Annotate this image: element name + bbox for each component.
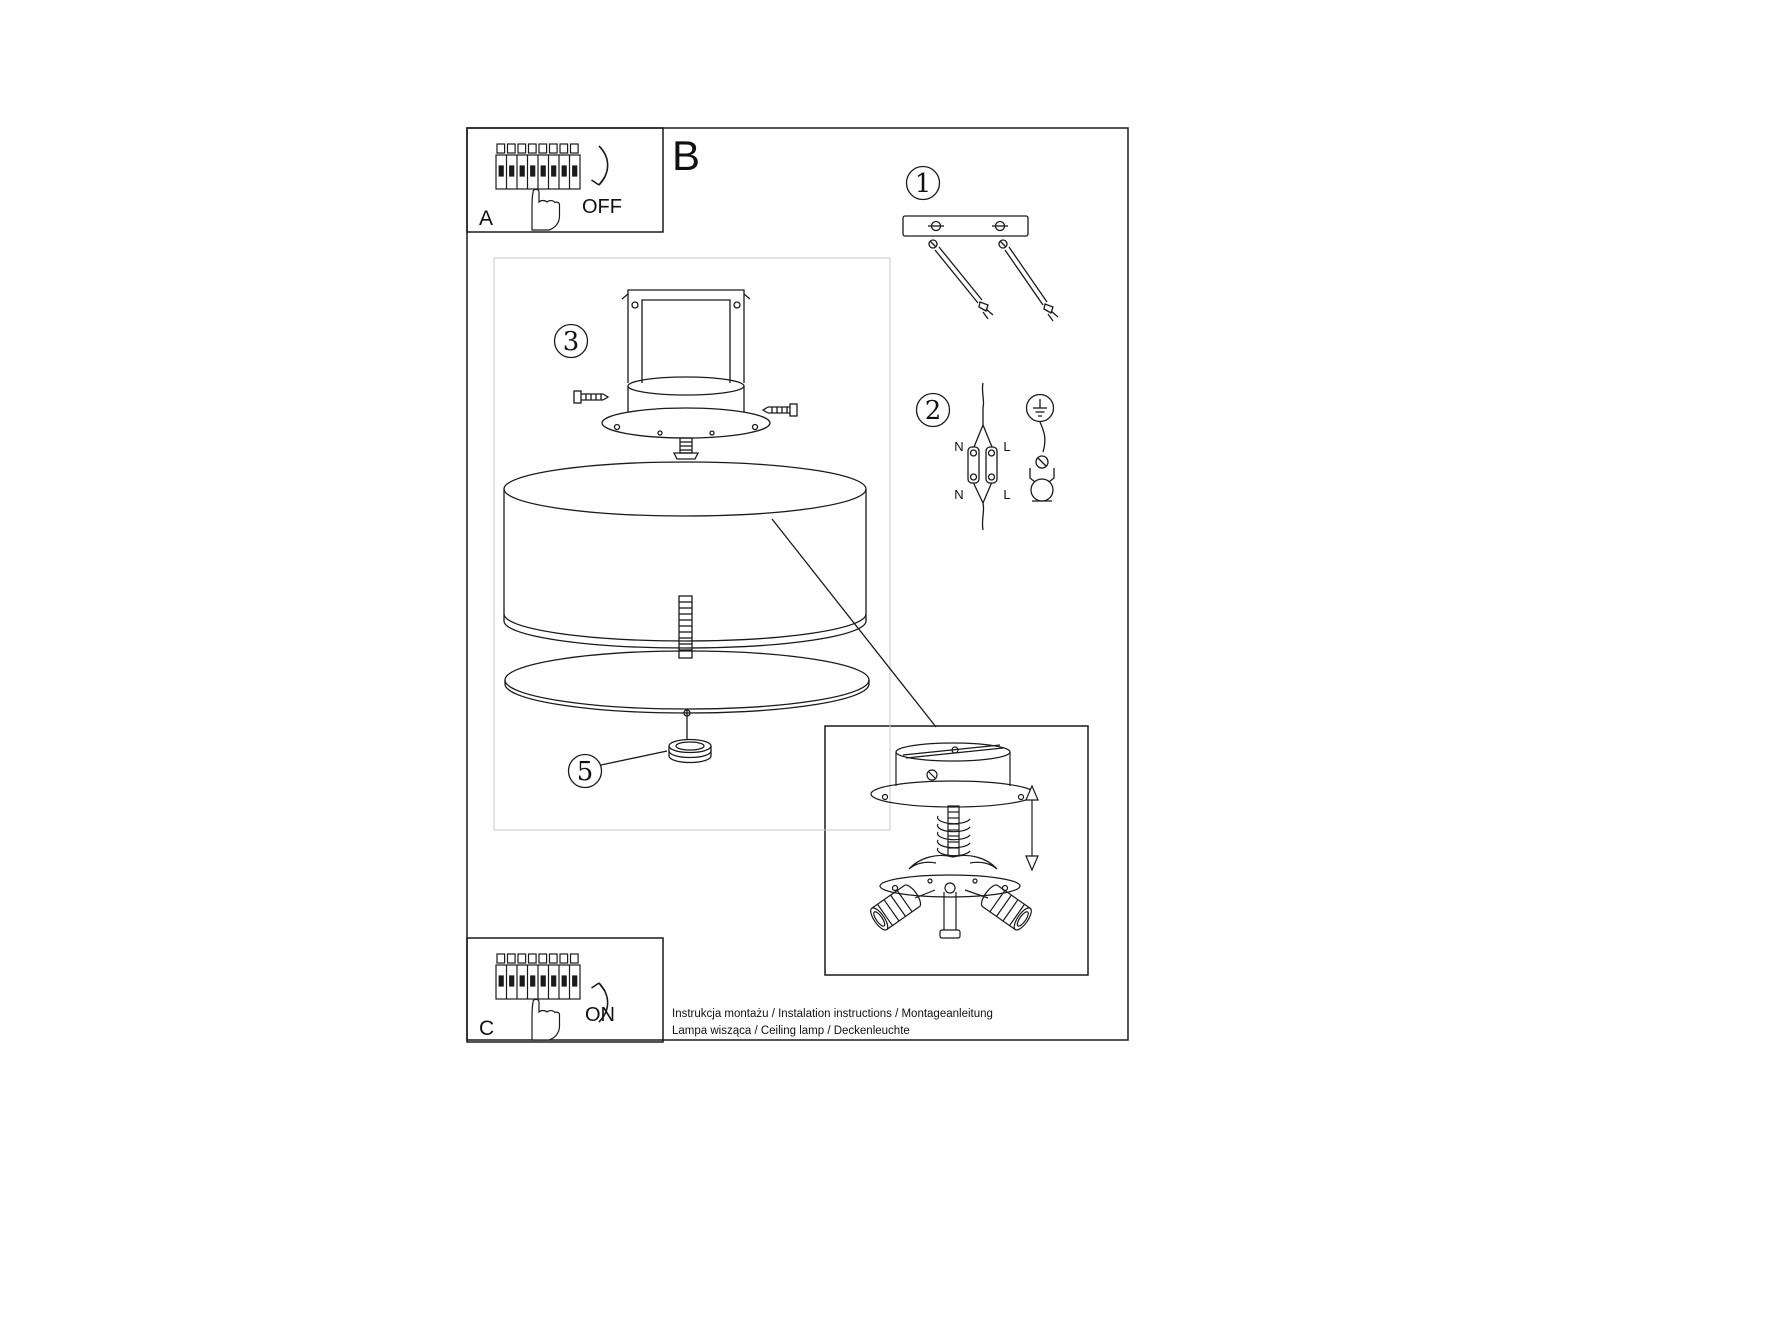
threaded-rod [678,595,693,659]
panel-a-switch-label: OFF [582,196,622,218]
main-frame [466,127,1129,1041]
drum-shade [503,461,867,659]
arrow-down-icon [591,145,609,186]
frame-group [466,127,1129,1043]
step2-badge [915,392,951,428]
wire-live-top-label: L [1003,439,1010,454]
step2-number: 2 [925,396,942,426]
panel-a-label: A [479,207,493,230]
step5-badge [567,753,603,789]
spring-rod [908,805,998,870]
panel-a-box [466,127,664,233]
step1-group [902,165,1059,322]
right-wire [998,239,1059,322]
step2-group [915,382,1055,531]
step3-badge [553,323,589,359]
terminal-block [967,382,998,531]
wire-neutral-bottom-label: N [954,487,963,502]
left-screw-icon [573,390,610,404]
earth-clamp [1029,421,1055,502]
footer-line-1: Instrukcja montażu / Instalation instruc… [672,1008,993,1020]
arrow-up-icon [591,982,609,1023]
mounting-strap [902,215,1029,237]
wire-live-bottom-label: L [1003,487,1010,502]
left-wire [928,239,994,320]
drawing-area-frame [493,257,891,831]
breaker-row-icon [495,953,581,1041]
section-b-label: B [672,132,700,179]
wire-neutral-top-label: N [954,439,963,454]
step1-badge [905,165,941,201]
ground-symbol-icon [1025,393,1055,423]
panel-c-label: C [479,1017,494,1040]
step5-leader-line [600,750,668,766]
socket-plate [879,874,1021,939]
footer-line-2: Lampa wisząca / Ceiling lamp / Deckenleu… [672,1025,910,1037]
right-screw-icon [761,403,798,417]
panel-c-box [466,937,664,1043]
double-arrow-icon [1025,784,1039,872]
step3-group [553,289,798,460]
mounting-bracket [621,289,751,383]
glass-disc [668,738,712,764]
panel-a: A OFF [479,143,622,231]
detail-inset-box [824,725,1089,976]
detail-inset [867,742,1039,939]
diffuser-plate [504,650,870,740]
step5-number: 5 [577,757,594,787]
canopy [601,376,771,460]
panel-c-switch-label: ON [585,1004,615,1026]
inset-canopy [870,742,1036,808]
panel-c: C ON [479,953,615,1041]
breaker-row-icon [495,143,581,231]
step1-number: 1 [915,169,932,199]
step3-number: 3 [563,327,580,357]
shade-group [503,461,937,789]
inset-leader-line [771,518,937,728]
